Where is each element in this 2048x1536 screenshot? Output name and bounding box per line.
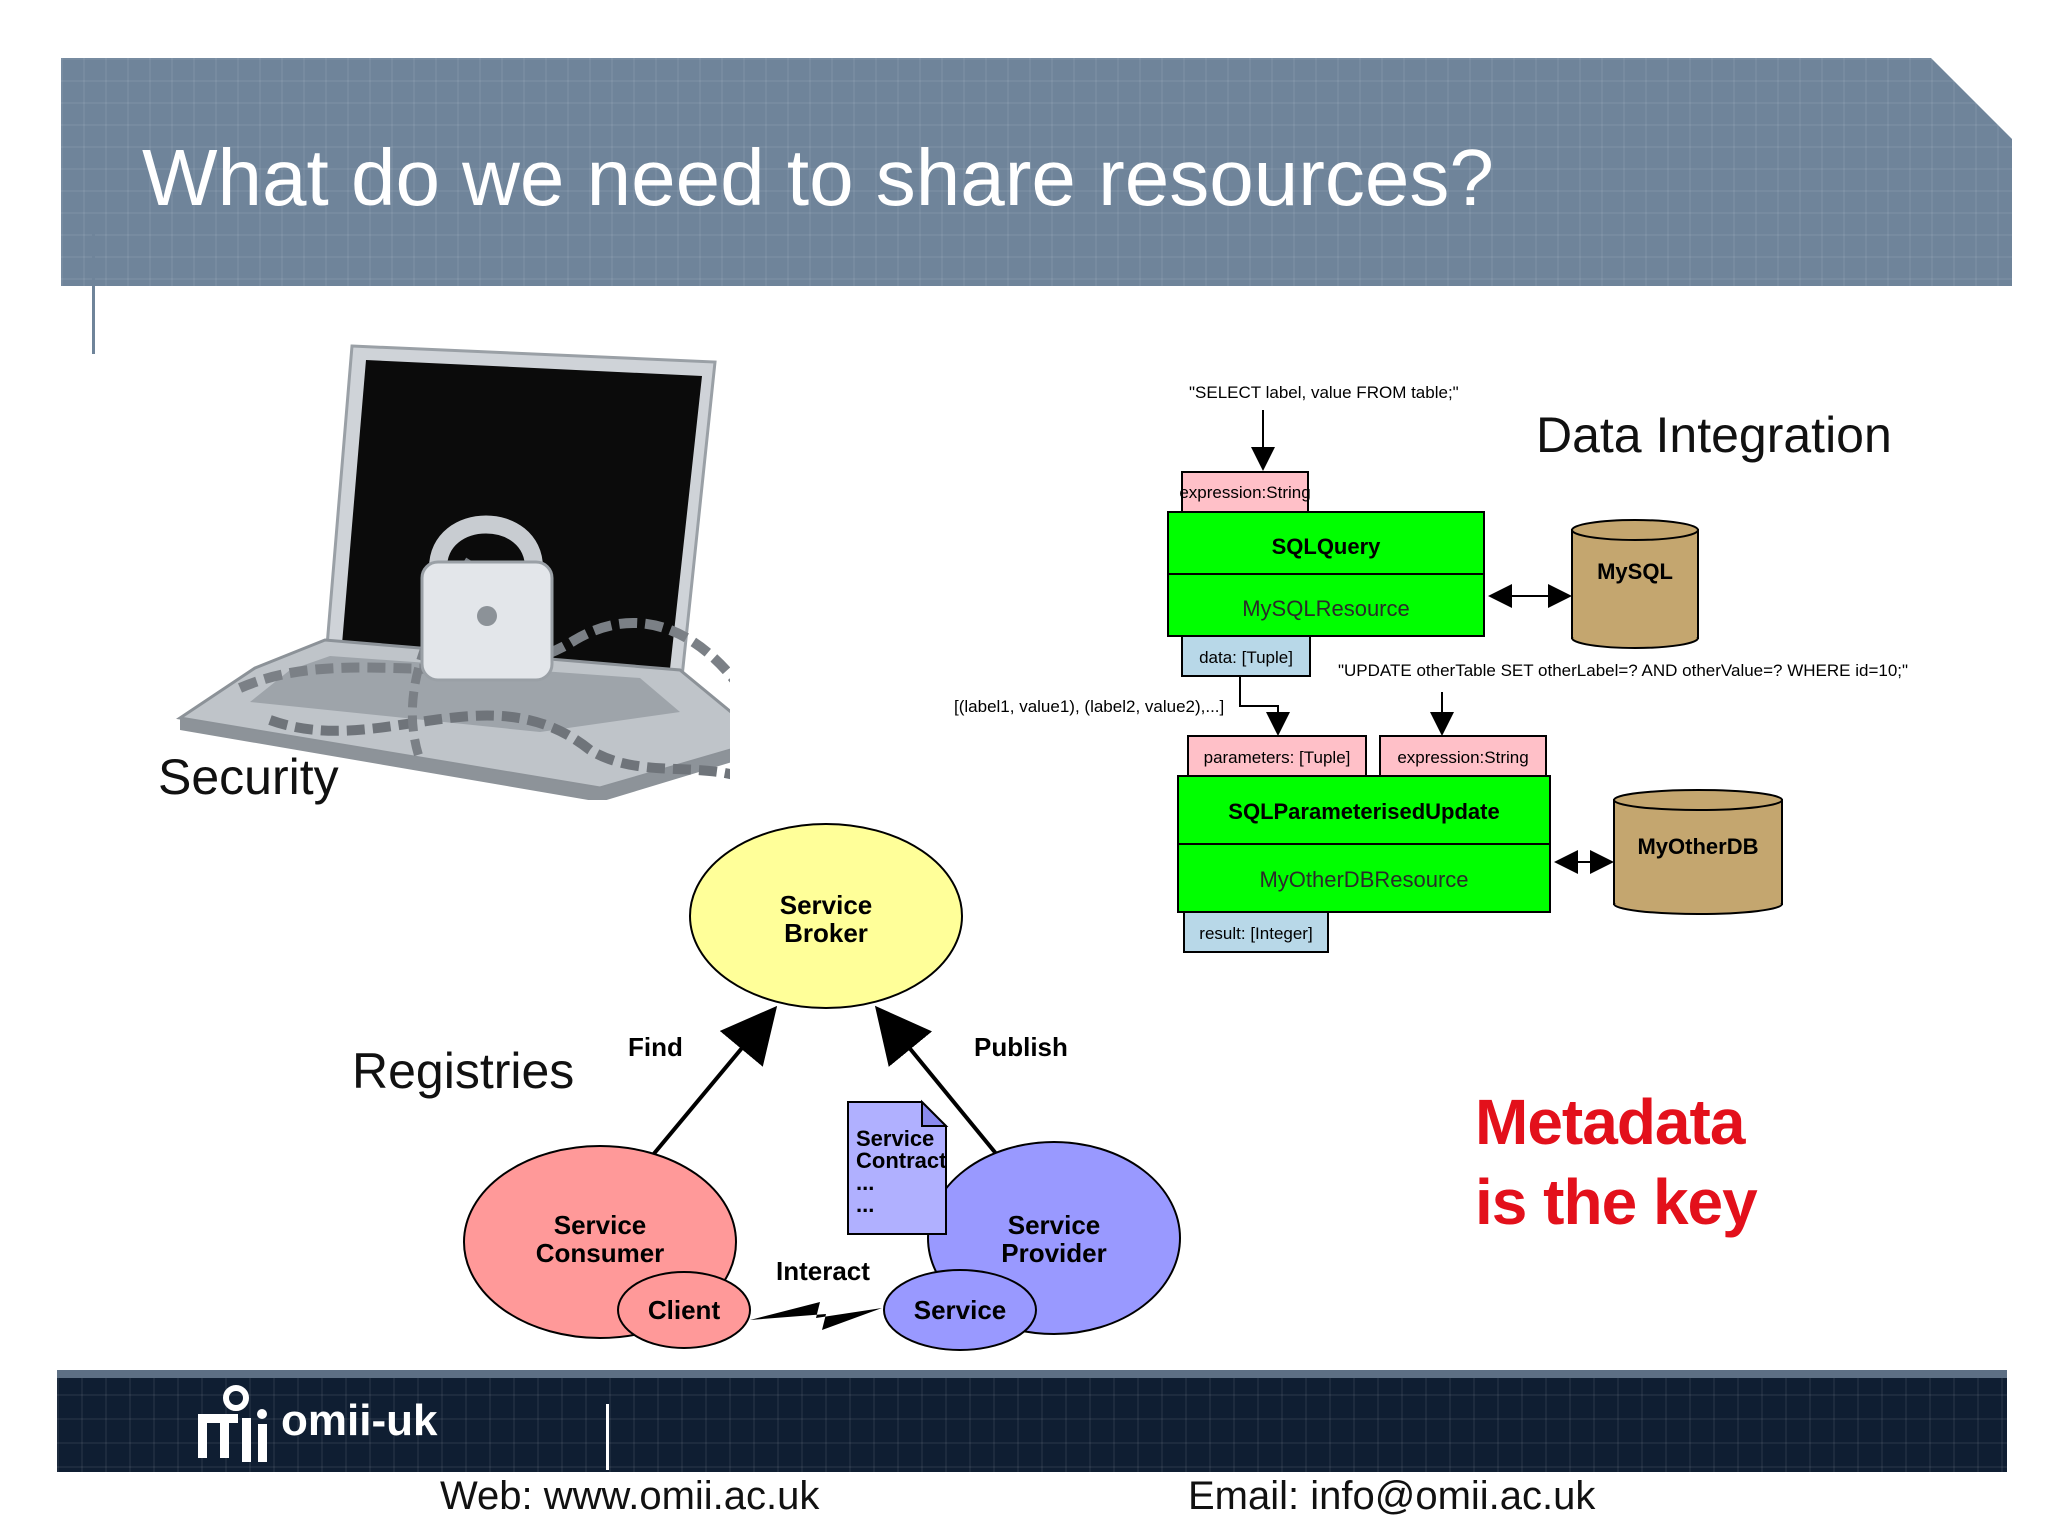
data-output-port — [1181, 635, 1311, 677]
broker-label-line1: Service — [780, 890, 873, 920]
myotherdb-database-icon — [1613, 789, 1783, 915]
broker-label-line2: Broker — [784, 918, 868, 948]
footer-top-edge — [57, 1370, 2007, 1378]
service-contract-document-icon — [847, 1099, 949, 1235]
provider-label-line1: Service — [1008, 1210, 1101, 1240]
myotherdb-label: MyOtherDB — [1637, 834, 1758, 859]
registries-label: Registries — [352, 1043, 575, 1099]
publish-arrow — [874, 1005, 1000, 1158]
data-port-label: data: [Tuple] — [1199, 648, 1293, 667]
contract-label-line1: Service — [856, 1126, 934, 1151]
sqlupdate-title: SQLParameterisedUpdate — [1228, 799, 1499, 824]
service-label: Service — [914, 1295, 1007, 1325]
myotherdbresource-label: MyOtherDBResource — [1259, 867, 1468, 892]
omii-logo-icon — [198, 1385, 267, 1462]
publish-label: Publish — [974, 1032, 1068, 1062]
laptop-keyboard — [250, 656, 680, 732]
data-integration-label: Data Integration — [1536, 407, 1892, 463]
parameters-port-label: parameters: [Tuple] — [1204, 748, 1351, 767]
expression-input-port — [1181, 471, 1309, 513]
tuple-values-text: [(label1, value1), (label2, value2),...] — [954, 697, 1224, 716]
footer-band — [57, 1370, 2007, 1472]
metadata-line1: Metadata — [1475, 1086, 1745, 1158]
find-arrow — [650, 1005, 778, 1158]
query-text: "SELECT label, value FROM table;" — [1189, 383, 1459, 402]
data-integration-workflow: .t { font-family:"Liberation Sans", sans… — [954, 383, 1908, 953]
footer-divider — [606, 1404, 609, 1470]
slide-title: What do we need to share resources? — [142, 133, 1494, 222]
slide-header-band — [61, 58, 2012, 286]
client-label: Client — [648, 1295, 721, 1325]
interact-lightning-icon — [750, 1302, 882, 1330]
expression-input-port-2 — [1379, 735, 1547, 777]
tuple-flow-arrow — [1239, 676, 1290, 736]
update-text: "UPDATE otherTable SET otherLabel=? AND … — [1338, 661, 1908, 680]
contract-dots-2: ... — [856, 1192, 874, 1217]
omii-logo-text: omii-uk — [281, 1396, 438, 1445]
interact-label: Interact — [776, 1256, 870, 1286]
service-registry-diagram: .rb { font-family:"Liberation Sans", san… — [463, 823, 1181, 1351]
chain-upper — [238, 617, 730, 693]
padlock-keyhole-icon — [477, 606, 497, 626]
title-accent-line — [92, 222, 95, 354]
provider-label-line2: Provider — [1001, 1238, 1107, 1268]
service-node — [883, 1269, 1037, 1351]
mysql-database-icon — [1571, 519, 1699, 649]
sqlquery-title: SQLQuery — [1272, 534, 1382, 559]
laptop-padlock-illustration — [176, 344, 730, 800]
result-port-label: result: [Integer] — [1199, 924, 1312, 943]
padlock-shackle — [429, 515, 543, 569]
mysql-label: MySQL — [1597, 559, 1673, 584]
service-broker-node — [689, 823, 963, 1009]
metadata-line2: is the key — [1475, 1166, 1758, 1238]
footer-email-link[interactable]: Email: info@omii.ac.uk — [1188, 1474, 1596, 1518]
footer-web-link[interactable]: Web: www.omii.ac.uk — [440, 1474, 820, 1518]
contract-label-line2: Contract — [856, 1148, 947, 1173]
metadata-callout: Metadata is the key — [1475, 1082, 1758, 1242]
expression-port-label-2: expression:String — [1397, 748, 1528, 767]
client-node — [617, 1271, 751, 1349]
mysqlresource-label: MySQLResource — [1242, 596, 1410, 621]
consumer-label-line1: Service — [554, 1210, 647, 1240]
chain-lower — [268, 710, 730, 780]
expression-port-label: expression:String — [1179, 483, 1310, 502]
contract-dots-1: ... — [856, 1170, 874, 1195]
security-label: Security — [158, 749, 339, 805]
find-label: Find — [628, 1032, 683, 1062]
consumer-label-line2: Consumer — [536, 1238, 665, 1268]
result-output-port — [1183, 911, 1329, 953]
